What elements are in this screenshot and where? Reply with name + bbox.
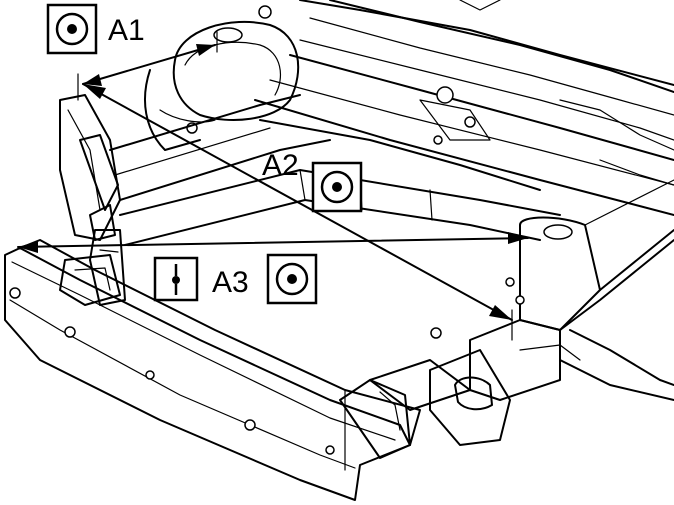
a3-arrowhead-right: [508, 232, 528, 244]
a2-arrowhead-right: [489, 305, 512, 320]
a1-arrowhead-tower: [196, 44, 215, 56]
label-a1: A1: [108, 14, 145, 47]
a3-dimension-line: [17, 237, 529, 248]
callout-a1: A1: [46, 3, 145, 55]
right-front-rail: [429, 179, 674, 446]
label-a3: A3: [212, 266, 249, 299]
left-bumper-bracket: [59, 204, 121, 306]
left-strut-tower: [144, 5, 300, 151]
left-front-rail: [59, 94, 331, 306]
callout-a2: A2: [262, 149, 363, 213]
label-a2: A2: [262, 149, 299, 182]
callout-a3: A3: [153, 253, 318, 305]
a3-arrowhead-left: [18, 241, 38, 253]
cowl-panel-lines: [254, 0, 674, 216]
measurement-lines: [17, 31, 529, 341]
a1-arrowhead-rail: [83, 74, 102, 86]
a2-dimension-line: [82, 83, 513, 321]
a2-arrowhead-left: [83, 84, 106, 99]
a1-dimension-line: [82, 44, 216, 85]
front-bumper-beam: [4, 239, 471, 501]
